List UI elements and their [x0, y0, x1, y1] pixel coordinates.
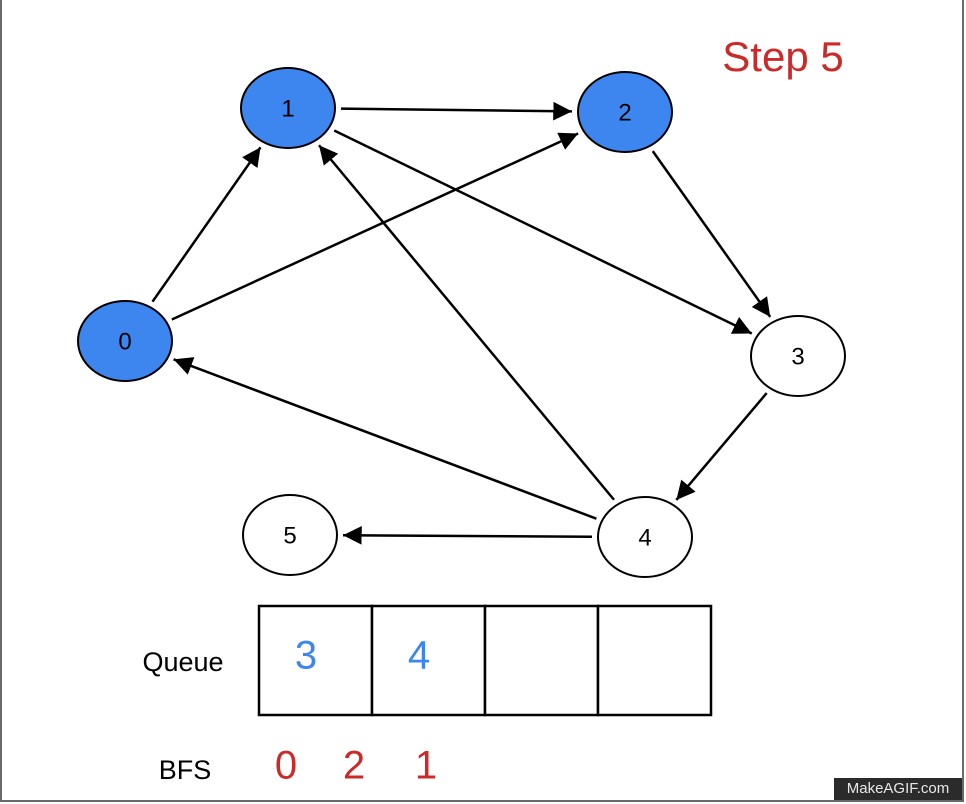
edge-0-to-1 [151, 146, 262, 303]
step-title: Step 5 [722, 33, 843, 80]
edge-0-to-2 [171, 132, 579, 321]
queue-value-1: 4 [408, 634, 430, 678]
node-0-label: 0 [118, 328, 131, 355]
node-4: 4 [597, 496, 693, 578]
edge-4-to-5 [342, 526, 593, 545]
node-3-circle [750, 315, 846, 397]
edge-3-to-4 [675, 392, 768, 501]
queue-cell-2 [483, 604, 600, 717]
queue-label: Queue [142, 647, 223, 677]
node-0-circle [77, 300, 173, 382]
node-3-label: 3 [791, 343, 804, 370]
edge-2-to-3 [651, 150, 772, 318]
node-1-circle [240, 67, 336, 149]
watermark-badge: MakeAGIF.com [834, 778, 962, 800]
node-5-label: 5 [283, 522, 296, 549]
node-0: 0 [77, 300, 173, 382]
edge-1-to-2 [340, 101, 573, 121]
bfs-order: 0 2 1 [275, 744, 437, 788]
node-1-label: 1 [281, 95, 294, 122]
node-2: 2 [577, 71, 673, 153]
node-2-label: 2 [618, 99, 631, 126]
node-4-circle [597, 496, 693, 578]
queue-cell-3 [596, 604, 713, 717]
bfs-label: BFS [159, 755, 212, 785]
node-5-circle [242, 494, 338, 576]
queue-value-0: 3 [295, 634, 317, 678]
edges-layer [151, 101, 772, 545]
bfs-area: BFS 0 2 1 [159, 744, 437, 788]
edge-4-to-0 [173, 357, 597, 520]
bfs-value-0: 0 [275, 744, 297, 788]
edge-1-to-3 [333, 129, 753, 335]
node-5: 5 [242, 494, 338, 576]
node-2-circle [577, 71, 673, 153]
node-3: 3 [750, 315, 846, 397]
edge-4-to-1 [318, 144, 615, 501]
node-1: 1 [240, 67, 336, 149]
bfs-value-2: 1 [415, 744, 437, 788]
queue-cell-1 [370, 604, 487, 717]
node-4-label: 4 [638, 524, 651, 551]
bfs-value-1: 2 [343, 744, 365, 788]
nodes-layer: 0 1 2 3 4 5 [77, 67, 846, 578]
